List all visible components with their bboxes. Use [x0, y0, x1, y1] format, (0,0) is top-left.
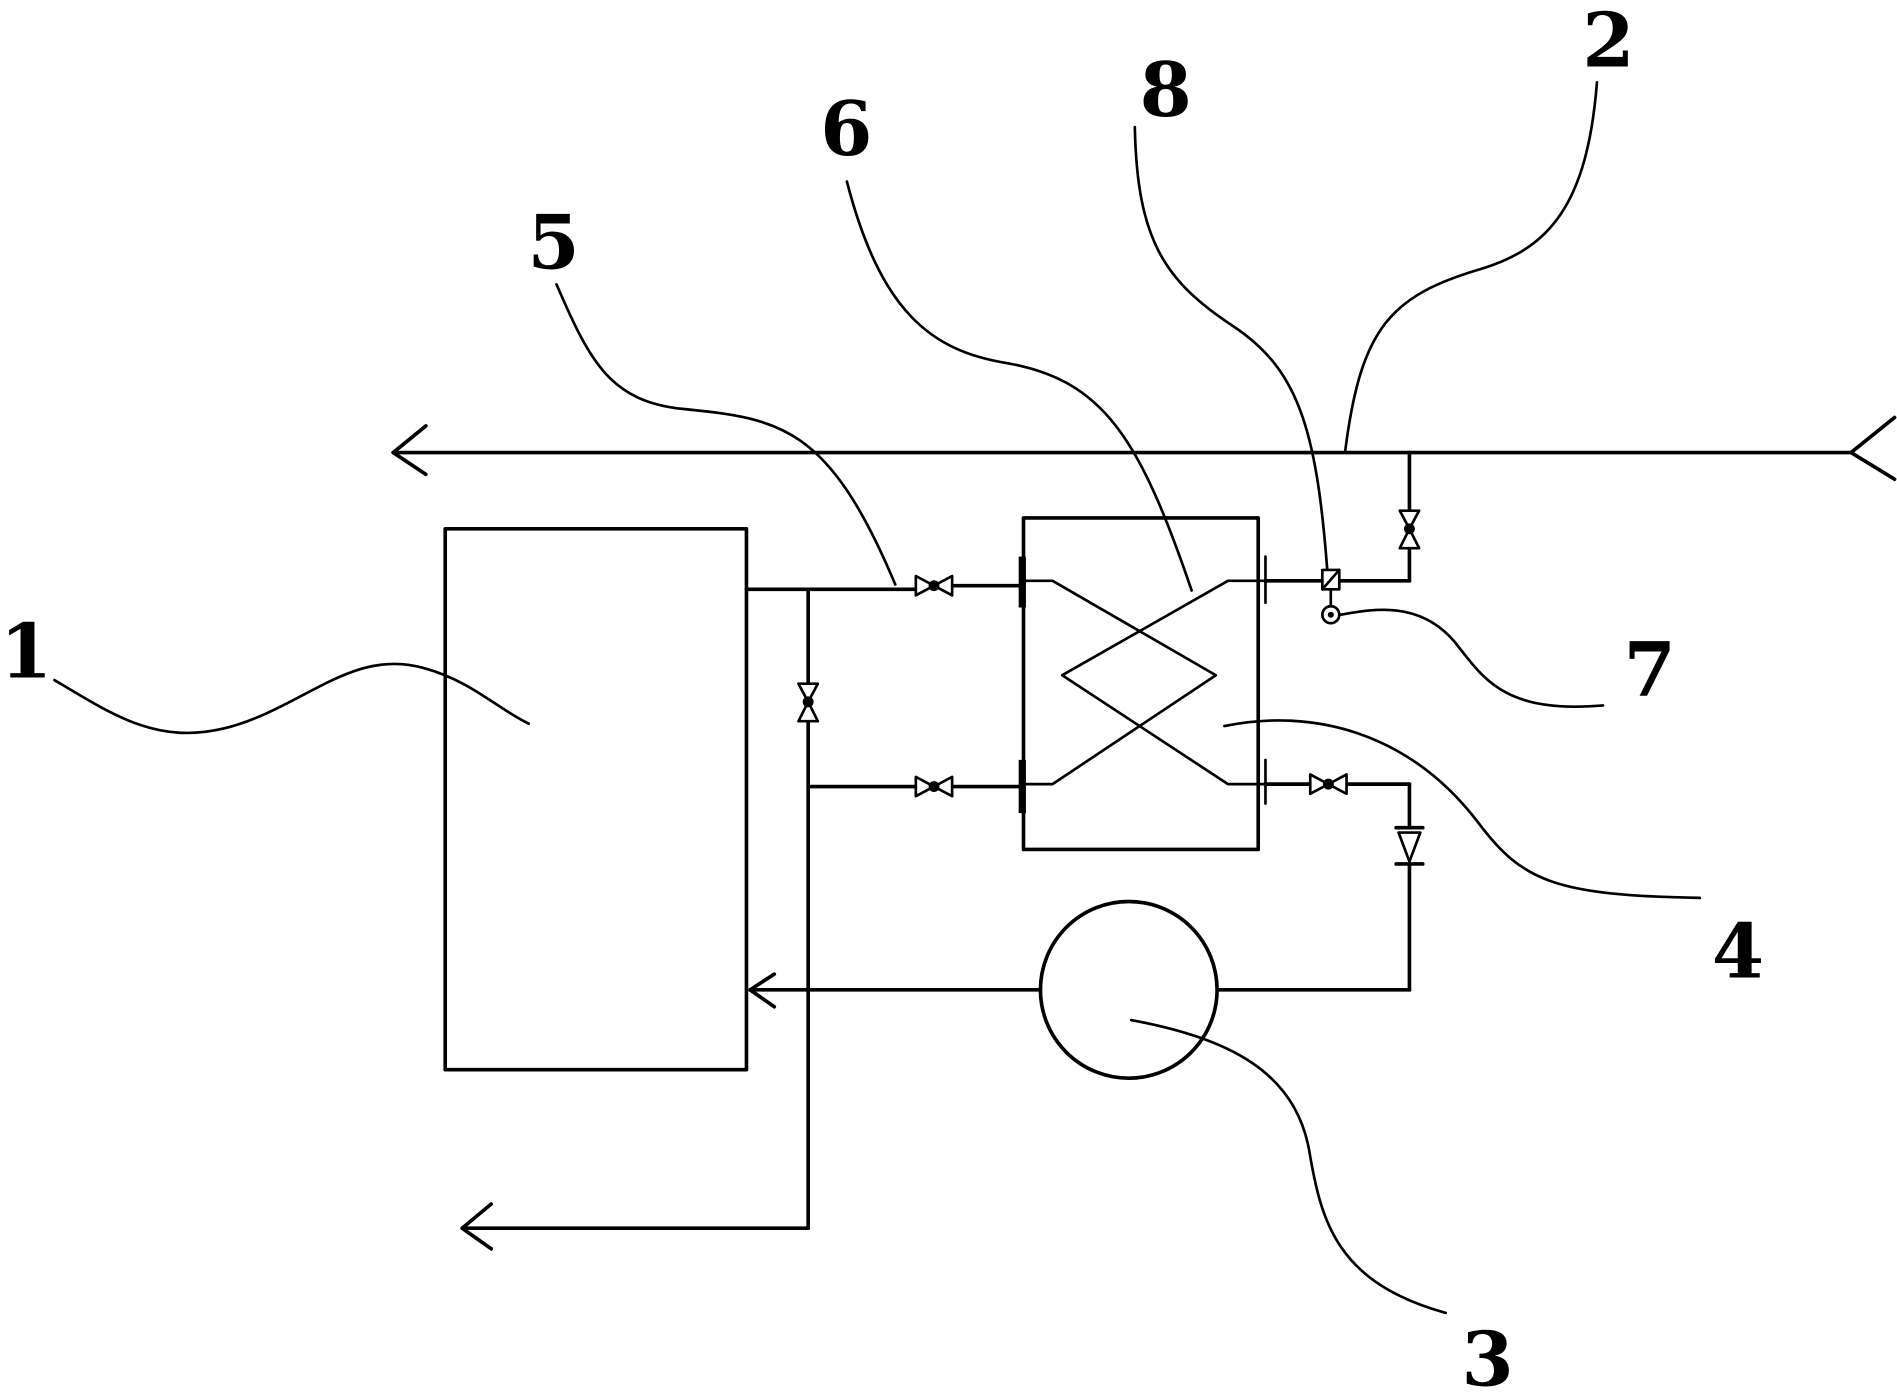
label-5: 5 [527, 199, 579, 287]
tank-box [443, 526, 749, 1072]
main-pipe [391, 415, 1897, 482]
control-valve [1321, 568, 1341, 591]
leader-3 [1129, 1018, 1448, 1315]
upper-pipe [744, 583, 1025, 592]
leader-1 [53, 662, 531, 735]
pump-circle [1038, 899, 1219, 1080]
bypass-pipe [460, 587, 810, 1251]
exchanger-flanges [1018, 555, 1267, 814]
label-8: 8 [1140, 46, 1192, 134]
label-1: 1 [0, 608, 52, 696]
valve-bypass [797, 682, 820, 723]
valve-lower-right [1308, 773, 1348, 796]
valve-return [1398, 509, 1421, 550]
label-3: 3 [1461, 1316, 1513, 1394]
valve-upper-left [914, 574, 954, 597]
exchanger-flow-paths [1020, 579, 1267, 786]
label-7: 7 [1624, 626, 1676, 714]
leader-7 [1339, 608, 1605, 708]
check-valve [1394, 825, 1425, 866]
pump-return-pipe [748, 972, 1043, 1009]
label-2: 2 [1582, 0, 1634, 85]
right-lower-pipe [1217, 782, 1412, 992]
label-6: 6 [820, 85, 872, 173]
leader-5 [555, 283, 897, 586]
leader-4 [1223, 719, 1702, 900]
label-4: 4 [1712, 908, 1764, 996]
leader-8 [1133, 125, 1329, 571]
leader-2 [1343, 80, 1599, 452]
right-upper-pipe [1263, 450, 1412, 583]
heat-exchanger-box [1021, 516, 1261, 852]
gauge [1321, 587, 1341, 625]
valve-lower-left [914, 775, 954, 798]
leader-6 [845, 180, 1194, 592]
